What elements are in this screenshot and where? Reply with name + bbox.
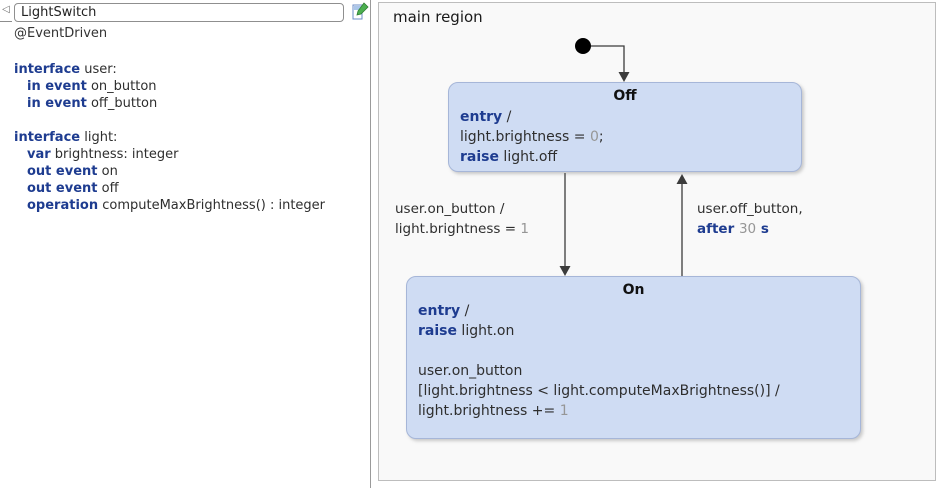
state-behavior-line: user.on_button [418,363,523,379]
transition-label-line: user.off_button, [697,201,803,217]
state-behavior-line: entry / [460,109,512,125]
arrowhead-icon [676,174,688,184]
definition-line: operation computeMaxBrightness() : integ… [27,198,326,213]
definition-line [14,112,325,129]
definition-line: var brightness: integer [27,147,179,162]
state-on[interactable]: On entry / raise light.on user.on_button [… [406,276,861,439]
definition-line: out event on [27,164,118,179]
transition-arrows-layer [559,38,688,276]
state-behavior-line: entry / [418,303,470,319]
definition-line: interface user: [14,62,117,77]
transition-label-line: after 30 s [697,221,769,237]
definition-line: in event off_button [27,96,158,111]
edit-definition-icon[interactable] [351,2,371,22]
statechart-name-input[interactable] [14,3,344,22]
state-title: On [622,282,645,298]
annotation-text: @EventDriven [14,26,108,41]
main-region[interactable]: main region Off entry / light.brightness … [378,2,936,481]
definition-line: out event off [27,181,119,196]
state-title: Off [613,88,637,104]
transition-label-line: user.on_button / [395,201,505,217]
state-behavior-line: light.brightness = 0; [460,129,604,145]
arrowhead-icon [618,72,630,82]
initial-state-dot[interactable] [575,38,591,54]
state-off[interactable]: Off entry / light.brightness = 0; raise li… [448,82,802,172]
arrowhead-icon [559,266,571,276]
state-behavior-line: raise light.on [418,323,515,339]
state-behavior-line [418,341,849,361]
collapse-panel-button[interactable]: ◁ [0,0,12,22]
region-label: main region [393,8,483,26]
collapse-triangle-icon: ◁ [2,4,10,15]
transition-label-line: light.brightness = 1 [395,221,529,237]
transition-label-off-to-on[interactable]: user.on_button / light.brightness = 1 [395,199,529,239]
transition-label-on-to-off[interactable]: user.off_button,after 30 s [697,199,803,239]
state-behavior-line: raise light.off [460,149,558,165]
state-behavior-line: light.brightness += 1 [418,403,569,419]
state-off-body: entry / light.brightness = 0; raise light.… [449,107,801,167]
definition-line: interface light: [14,130,118,145]
state-on-body: entry / raise light.on user.on_button [lig… [407,301,860,421]
state-behavior-line: [light.brightness < light.computeMaxBrig… [418,383,780,399]
initial-transition-line[interactable] [591,45,625,73]
definition-line: in event on_button [27,79,157,94]
definition-section: ◁ @EventDriven interface user: in event o… [0,0,371,488]
